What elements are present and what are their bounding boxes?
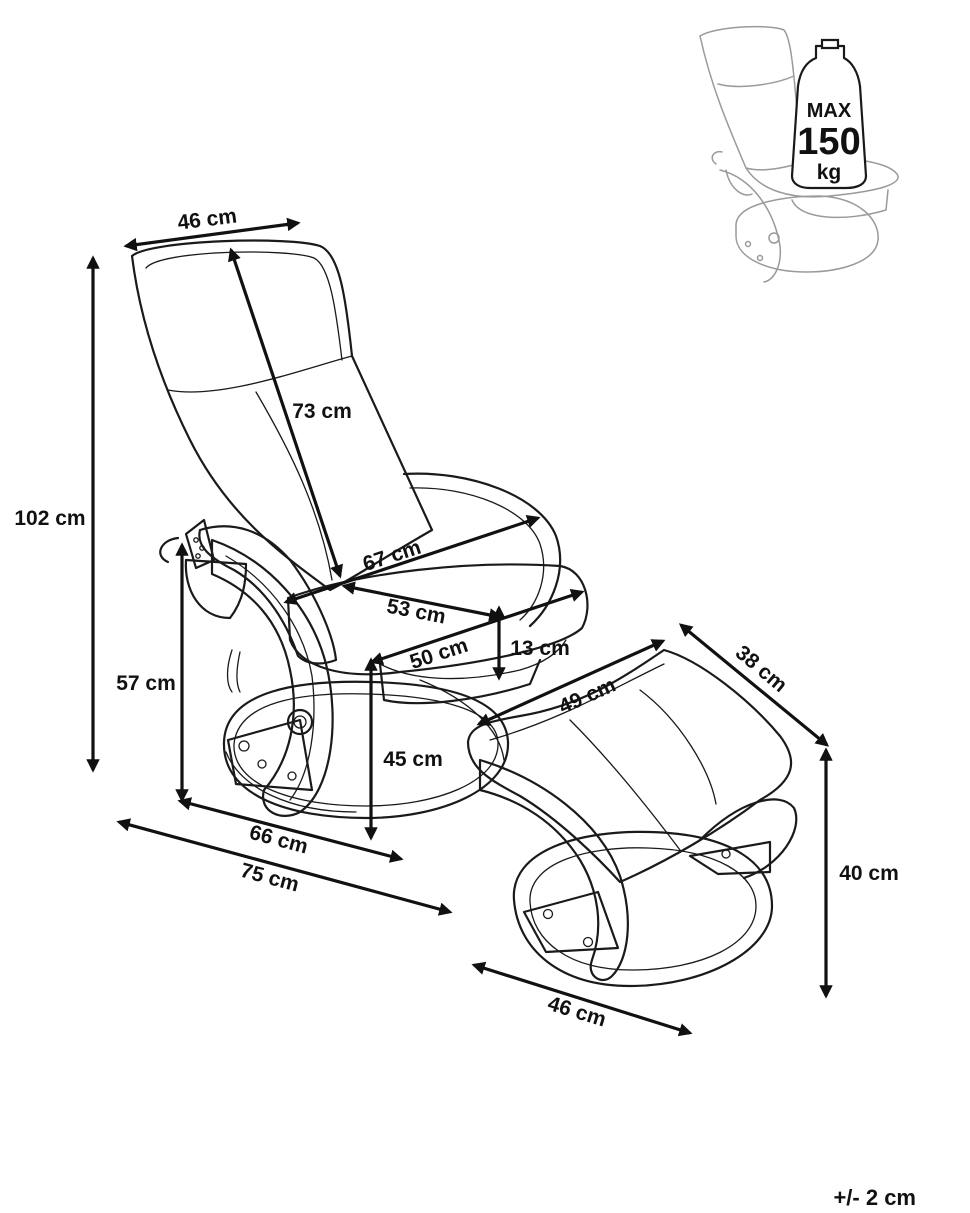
label-ottoman-length: 49 cm [555, 673, 619, 718]
tolerance-note: +/- 2 cm [833, 1185, 916, 1210]
arrow-total-depth [116, 818, 453, 916]
label-cushion-thickness: 13 cm [510, 637, 570, 660]
arrow-seat-width [283, 515, 541, 605]
max-load-value: 150 [797, 121, 860, 163]
max-load-weight-icon: MAX 150 kg [790, 38, 868, 190]
dimension-arrows [86, 217, 833, 1037]
arrow-seat-depth-front [369, 589, 585, 665]
max-load-unit: kg [817, 161, 842, 184]
label-armrest-height: 57 cm [116, 672, 176, 695]
label-seat-depth: 53 cm [385, 595, 448, 629]
label-backrest-width: 46 cm [176, 205, 238, 235]
ottoman [466, 648, 798, 988]
label-ottoman-width: 38 cm [731, 641, 791, 697]
label-backrest-height: 73 cm [292, 400, 352, 423]
label-seat-height: 45 cm [383, 748, 443, 771]
max-load-label: MAX [807, 100, 852, 122]
label-total-height: 102 cm [14, 507, 85, 530]
label-ottoman-height: 40 cm [839, 862, 899, 885]
arrow-backrest-width [123, 217, 301, 252]
arrow-ottoman-length [476, 639, 666, 726]
arrow-ottoman-base-width [471, 961, 693, 1037]
arrow-ottoman-width [678, 623, 830, 747]
